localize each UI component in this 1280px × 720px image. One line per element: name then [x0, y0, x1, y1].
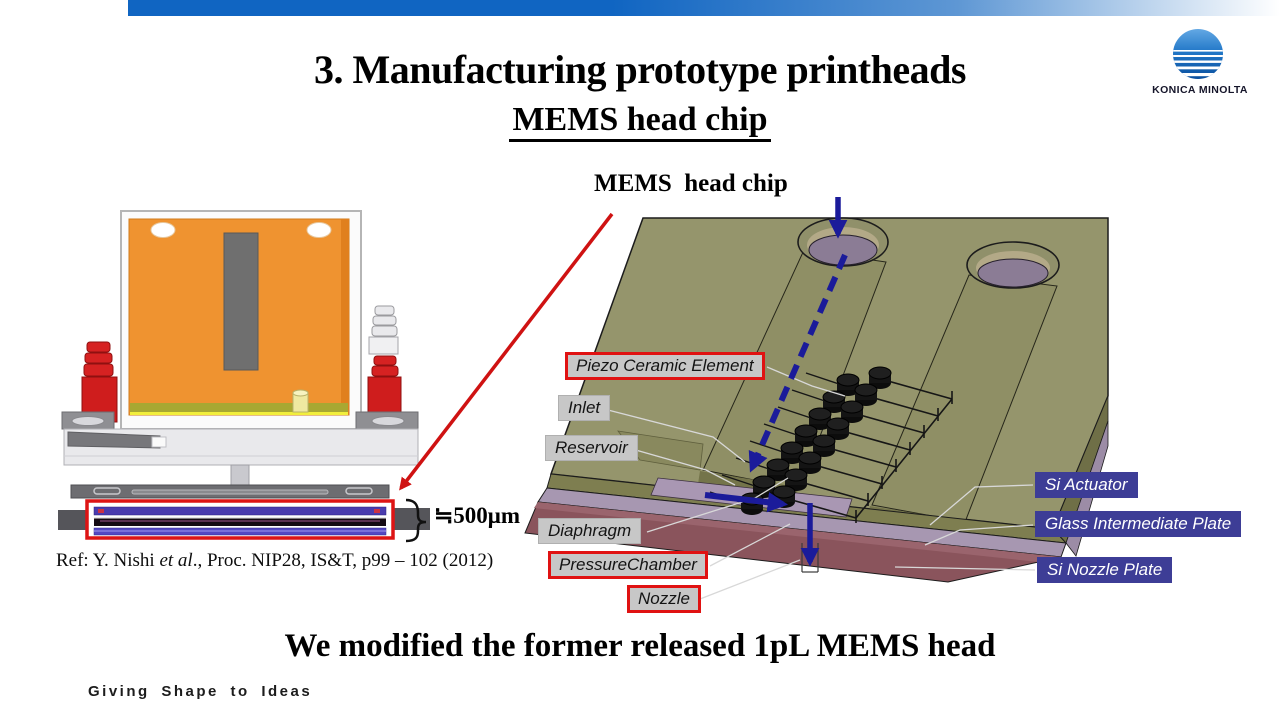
mems-chip-strip: [85, 499, 395, 540]
ink-supply-hole: [966, 241, 1060, 289]
measurement-brace: [405, 498, 427, 543]
piezo-element-array: [709, 366, 953, 523]
globe-icon: [1173, 29, 1223, 79]
brand-tagline: Giving Shape to Ideas: [88, 683, 313, 700]
reference-citation: Ref: Y. Nishi et al., Proc. NIP28, IS&T,…: [56, 550, 494, 571]
board-slot: [223, 232, 259, 371]
page-subtitle-text: MEMS head chip: [509, 101, 771, 142]
reservoir-floor: [650, 477, 853, 518]
base-slab: [63, 428, 419, 466]
page-title: 3. Manufacturing prototype printheads: [314, 47, 966, 92]
label-diaphragm: Diaphragm: [538, 518, 642, 544]
logo-wordmark: KONICA MINOLTA: [1152, 84, 1248, 96]
ink-fitting-left: [81, 341, 118, 423]
label-inlet: Inlet: [558, 395, 611, 421]
conclusion-statement: We modified the former released 1pL MEMS…: [284, 628, 996, 664]
label-reservoir: Reservoir: [545, 435, 638, 461]
top-accent-bar: [128, 0, 1280, 16]
label-nozzle: Nozzle: [627, 585, 701, 613]
label-si-actuator: Si Actuator: [1035, 472, 1138, 498]
thickness-measurement: ≒500μm: [434, 503, 520, 528]
label-pressure-chamber: PressureChamber: [548, 551, 708, 579]
konica-minolta-logo: KONICA MINOLTA: [1144, 28, 1256, 102]
label-glass-intermediate-plate: Glass Intermediate Plate: [1035, 511, 1242, 537]
nozzle-rail: [70, 484, 390, 499]
label-si-nozzle-plate: Si Nozzle Plate: [1037, 557, 1173, 583]
page-subtitle: MEMS head chip: [0, 101, 1280, 142]
printhead-figure: [58, 210, 614, 543]
label-piezo-ceramic-element: Piezo Ceramic Element: [565, 352, 765, 380]
ink-fitting-right: [367, 305, 402, 423]
ink-supply-hole: [797, 217, 889, 267]
nozzle-slit: [801, 543, 819, 573]
orange-board: [128, 218, 350, 416]
diagram-heading: MEMS head chip: [594, 170, 788, 197]
